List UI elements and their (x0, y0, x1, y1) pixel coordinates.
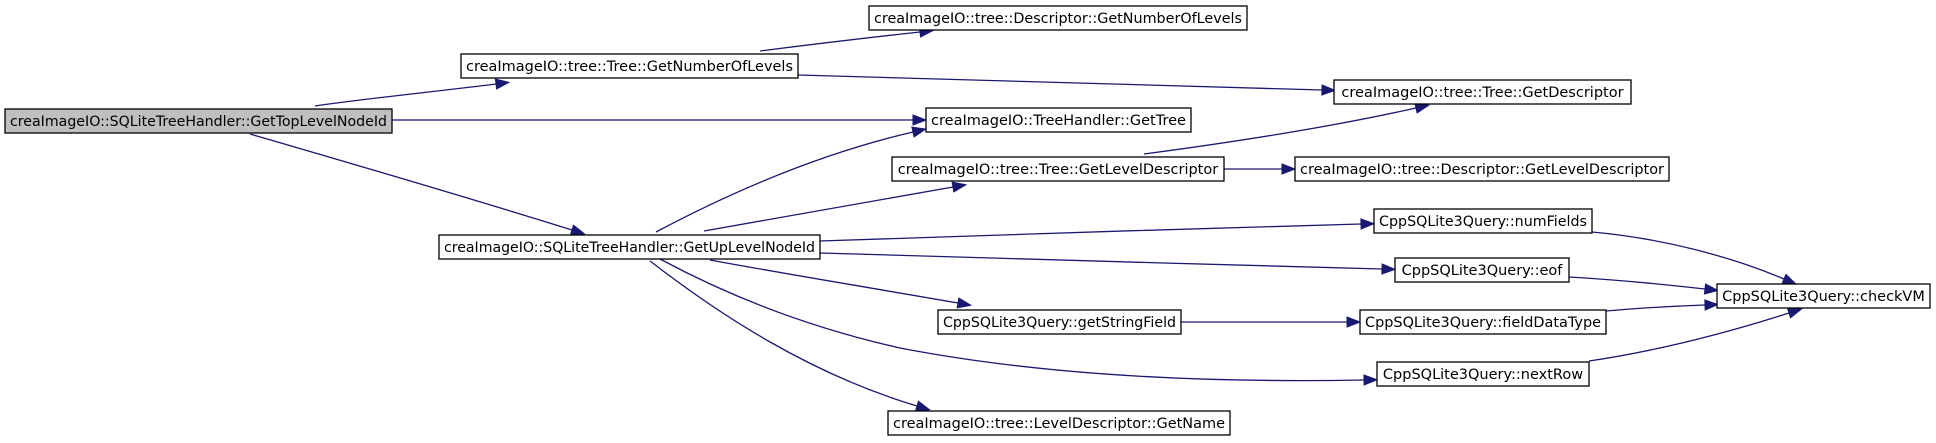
node-label: creaImageIO::tree::Tree::GetNumberOfLeve… (466, 59, 793, 75)
arrowhead-icon (914, 400, 931, 412)
node-n10[interactable]: CppSQLite3Query::eof (1394, 257, 1570, 283)
node-n7[interactable]: creaImageIO::tree::Descriptor::GetLevelD… (1294, 156, 1670, 182)
edge-line (797, 74, 1323, 91)
node-label: creaImageIO::TreeHandler::GetTree (931, 113, 1186, 129)
arrowhead-icon (494, 78, 511, 90)
arrowhead-icon (1786, 307, 1803, 319)
node-n1[interactable]: creaImageIO::tree::Tree::GetNumberOfLeve… (460, 53, 799, 79)
node-label: creaImageIO::tree::Tree::GetLevelDescrip… (898, 162, 1218, 178)
edge-line (819, 252, 1383, 270)
edge-n0-n4 (392, 114, 928, 126)
arrowhead-icon (1363, 374, 1379, 386)
node-n9[interactable]: CppSQLite3Query::checkVM (1716, 283, 1931, 309)
node-box[interactable] (1394, 257, 1570, 283)
node-label: creaImageIO::SQLiteTreeHandler::GetTopLe… (10, 114, 387, 130)
edge-n6-n7 (1223, 163, 1297, 175)
node-box[interactable] (4, 108, 393, 134)
edge-line (655, 131, 914, 233)
node-label: CppSQLite3Query::numFields (1379, 214, 1587, 230)
edge-line (709, 259, 959, 304)
edge-n5-n6 (703, 181, 968, 232)
node-label: CppSQLite3Query::getStringField (943, 315, 1176, 331)
arrowhead-icon (912, 114, 928, 126)
node-n4[interactable]: creaImageIO::TreeHandler::GetTree (925, 107, 1192, 133)
node-n5[interactable]: creaImageIO::SQLiteTreeHandler::GetUpLev… (438, 234, 821, 260)
node-box[interactable] (438, 234, 821, 260)
edge-line (819, 223, 1362, 242)
node-box[interactable] (937, 309, 1182, 335)
node-box[interactable] (868, 5, 1248, 31)
node-n2[interactable]: creaImageIO::tree::Descriptor::GetNumber… (868, 5, 1248, 31)
arrowhead-icon (956, 297, 973, 309)
node-n0[interactable]: creaImageIO::SQLiteTreeHandler::GetTopLe… (4, 108, 393, 134)
arrowhead-icon (1781, 273, 1798, 285)
node-box[interactable] (1294, 156, 1670, 182)
node-label: creaImageIO::tree::Descriptor::GetNumber… (874, 11, 1242, 27)
node-box[interactable] (1716, 283, 1931, 309)
node-label: CppSQLite3Query::eof (1402, 263, 1564, 279)
edge-n11-n12 (1181, 316, 1362, 328)
edge-n10-n9 (1568, 276, 1720, 295)
node-label: creaImageIO::tree::LevelDescriptor::GetN… (893, 416, 1225, 432)
edge-line (1605, 304, 1706, 312)
edge-n5-n4 (655, 126, 928, 233)
arrowhead-icon (1346, 316, 1362, 328)
edge-n0-n1 (314, 78, 511, 107)
edge-line (249, 133, 573, 231)
edge-line (1591, 231, 1785, 280)
edge-n12-n9 (1605, 299, 1720, 312)
edge-n5-n14 (649, 260, 931, 412)
edge-line (759, 31, 921, 52)
edge-n5-n13 (659, 258, 1379, 386)
nodes-layer: creaImageIO::SQLiteTreeHandler::GetTopLe… (4, 5, 1931, 436)
arrowhead-icon (1321, 84, 1337, 96)
node-box[interactable] (1373, 208, 1593, 234)
node-n14[interactable]: creaImageIO::tree::LevelDescriptor::GetN… (887, 410, 1231, 436)
node-label: CppSQLite3Query::fieldDataType (1365, 315, 1601, 331)
node-box[interactable] (1333, 79, 1632, 105)
node-label: creaImageIO::tree::Tree::GetDescriptor (1341, 85, 1623, 101)
edge-line (1588, 312, 1790, 362)
arrowhead-icon (1281, 163, 1297, 175)
node-box[interactable] (925, 107, 1192, 133)
edge-n5-n11 (709, 259, 973, 309)
arrowhead-icon (1381, 263, 1397, 275)
arrowhead-icon (951, 181, 968, 193)
edge-line (314, 83, 497, 107)
edge-line (703, 186, 954, 232)
node-n13[interactable]: CppSQLite3Query::nextRow (1376, 361, 1590, 387)
arrowhead-icon (1360, 218, 1376, 230)
node-n12[interactable]: CppSQLite3Query::fieldDataType (1359, 309, 1607, 335)
arrowhead-icon (1703, 283, 1720, 295)
node-box[interactable] (1359, 309, 1607, 335)
edge-line (1568, 276, 1706, 290)
node-box[interactable] (891, 156, 1225, 182)
arrowhead-icon (1704, 299, 1720, 311)
node-n6[interactable]: creaImageIO::tree::Tree::GetLevelDescrip… (891, 156, 1225, 182)
node-n3[interactable]: creaImageIO::tree::Tree::GetDescriptor (1333, 79, 1632, 105)
edge-line (659, 258, 1365, 382)
node-box[interactable] (1376, 361, 1590, 387)
node-label: CppSQLite3Query::nextRow (1383, 367, 1583, 383)
edge-line (1143, 107, 1417, 155)
edge-n0-n5 (249, 133, 586, 236)
edge-n1-n3 (797, 74, 1337, 96)
edge-n13-n9 (1588, 307, 1803, 362)
node-n8[interactable]: CppSQLite3Query::numFields (1373, 208, 1593, 234)
edge-n8-n9 (1591, 231, 1798, 285)
node-box[interactable] (887, 410, 1231, 436)
edges-layer (249, 26, 1803, 412)
node-label: creaImageIO::SQLiteTreeHandler::GetUpLev… (444, 240, 815, 256)
node-n11[interactable]: CppSQLite3Query::getStringField (937, 309, 1182, 335)
edge-n5-n10 (819, 252, 1397, 275)
edge-n5-n8 (819, 218, 1376, 242)
node-box[interactable] (460, 53, 799, 79)
arrowhead-icon (911, 126, 928, 138)
node-label: creaImageIO::tree::Descriptor::GetLevelD… (1300, 162, 1664, 178)
node-label: CppSQLite3Query::checkVM (1722, 289, 1925, 305)
edge-line (649, 260, 918, 407)
arrowhead-icon (569, 224, 586, 236)
